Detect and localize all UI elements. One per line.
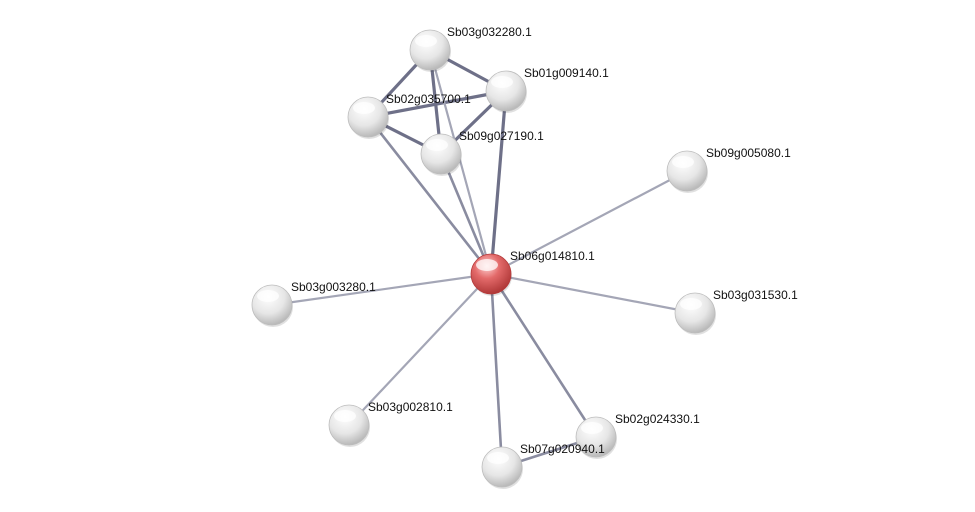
node-n4[interactable] bbox=[420, 133, 462, 176]
node-highlight-gloss bbox=[415, 35, 437, 47]
node-highlight-gloss bbox=[491, 76, 513, 88]
node-n6[interactable] bbox=[251, 284, 293, 327]
node-highlight-gloss bbox=[581, 422, 603, 434]
node-highlight-gloss bbox=[257, 290, 279, 302]
node-label-n4: Sb09g027190.1 bbox=[459, 129, 544, 143]
node-label-n2: Sb01g009140.1 bbox=[524, 66, 609, 80]
labels-layer: Sb06g014810.1 Sb03g032280.1Sb01g009140.1S… bbox=[291, 25, 798, 456]
edge-center-n8 bbox=[347, 272, 493, 427]
edge-center-n9 bbox=[489, 272, 598, 439]
node-label-n10: Sb07g020940.1 bbox=[520, 442, 605, 456]
node-n7[interactable] bbox=[674, 292, 716, 335]
node-highlight-gloss bbox=[426, 139, 448, 151]
edge-center-n6 bbox=[270, 272, 493, 307]
node-label-n5: Sb09g005080.1 bbox=[706, 146, 791, 160]
edge-center-n7 bbox=[489, 272, 697, 315]
edge-center-n4 bbox=[439, 152, 493, 276]
node-n9[interactable] bbox=[575, 416, 617, 459]
edge-center-n5 bbox=[489, 169, 689, 276]
node-highlight-gloss bbox=[353, 102, 375, 114]
edge-center-n2 bbox=[489, 89, 508, 276]
node-label-n9: Sb02g024330.1 bbox=[615, 412, 700, 426]
node-label-n3: Sb02g035700.1 bbox=[386, 92, 471, 106]
node-highlight-gloss bbox=[334, 410, 356, 422]
node-n10[interactable] bbox=[481, 446, 523, 489]
node-highlight-gloss bbox=[476, 259, 498, 271]
node-highlight-gloss bbox=[672, 156, 694, 168]
node-n1[interactable] bbox=[409, 29, 451, 72]
edge-center-n1 bbox=[428, 48, 493, 276]
node-n5[interactable] bbox=[666, 150, 708, 193]
node-n2[interactable] bbox=[485, 70, 527, 113]
node-label-n8: Sb03g002810.1 bbox=[368, 400, 453, 414]
edge-n2-n3 bbox=[366, 89, 508, 119]
node-label-n1: Sb03g032280.1 bbox=[447, 25, 532, 39]
node-label-n6: Sb03g003280.1 bbox=[291, 280, 376, 294]
node-n8[interactable] bbox=[328, 404, 370, 447]
node-highlight-gloss bbox=[680, 298, 702, 310]
node-label-center: Sb06g014810.1 bbox=[510, 249, 595, 263]
nodes-layer bbox=[251, 29, 716, 489]
node-label-n7: Sb03g031530.1 bbox=[713, 288, 798, 302]
edge-center-n3 bbox=[366, 115, 493, 276]
node-n3[interactable] bbox=[347, 96, 389, 139]
node-center[interactable] bbox=[470, 253, 512, 296]
node-highlight-gloss bbox=[487, 452, 509, 464]
edge-center-n10 bbox=[489, 272, 504, 469]
